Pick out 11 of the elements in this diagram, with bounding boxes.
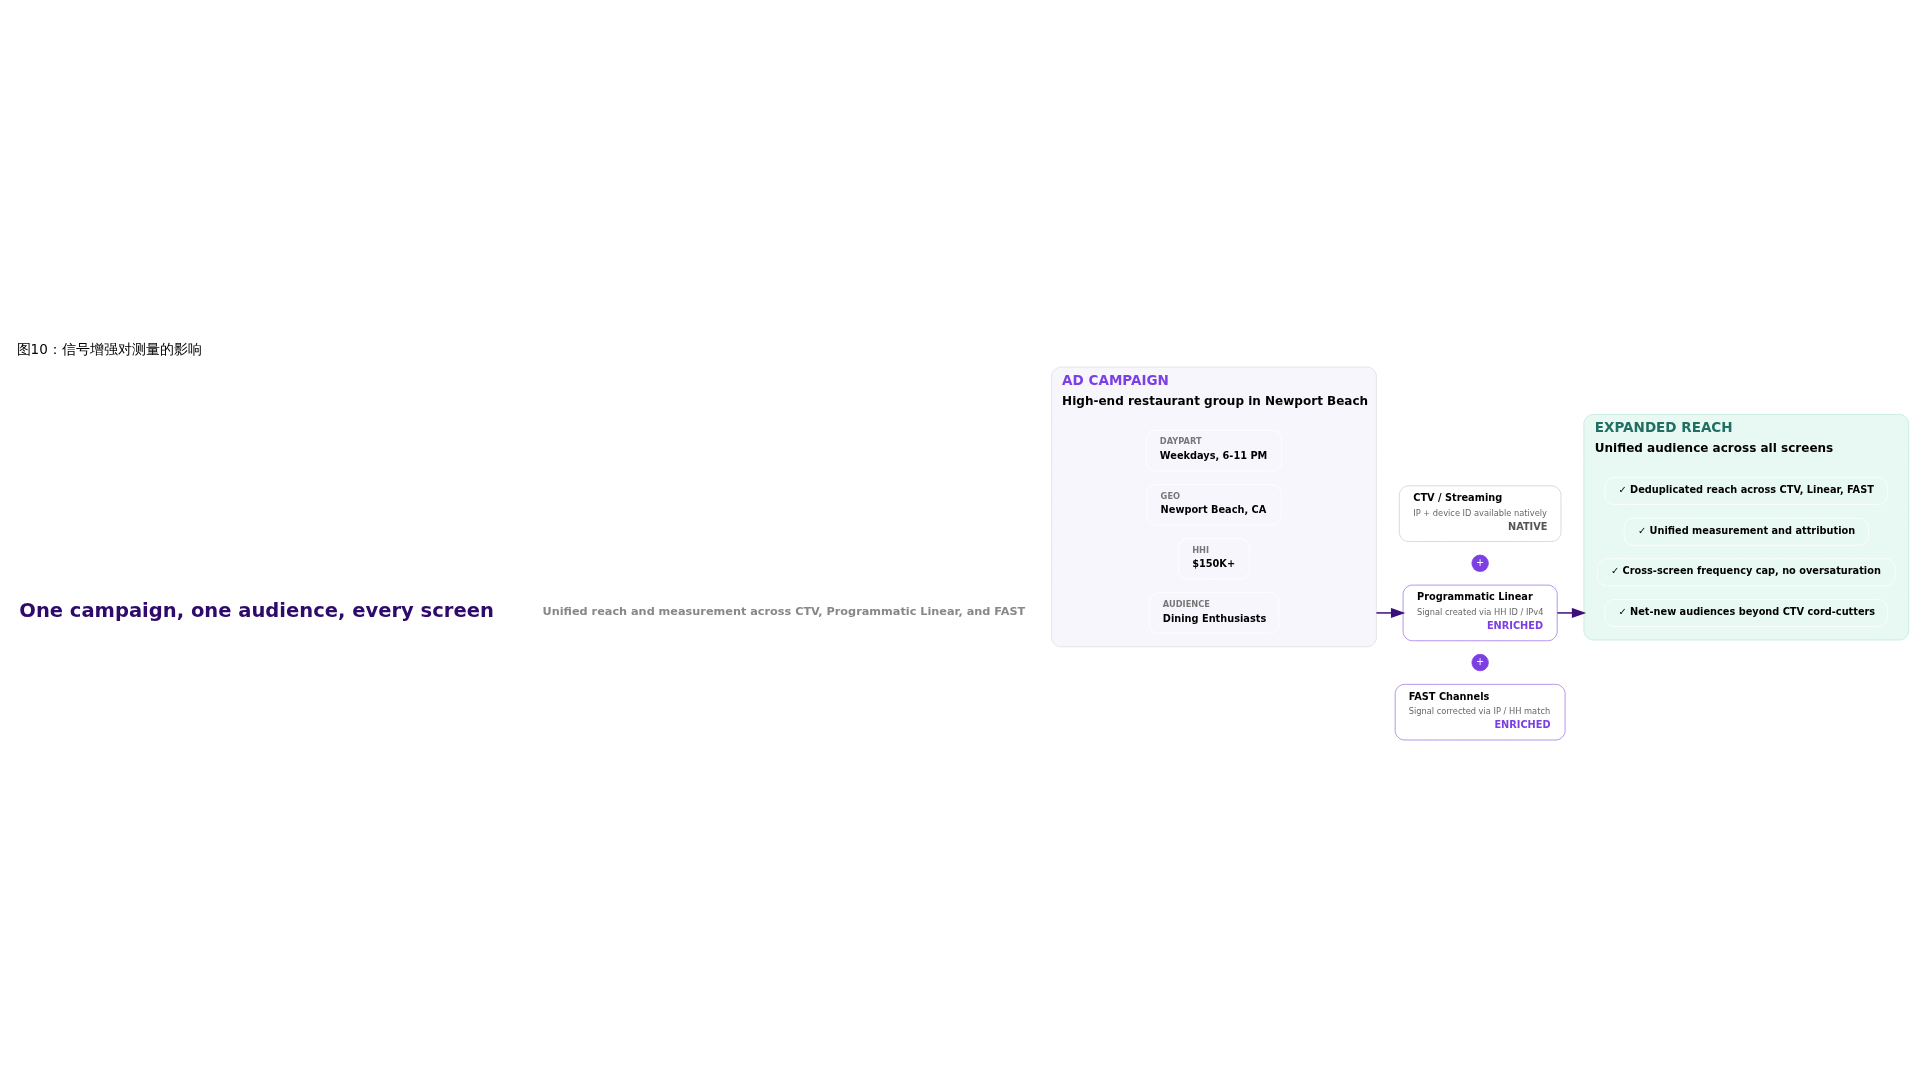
node-box: CTV / Streaming IP + device ID available natively NATIVE xyxy=(1398,485,1561,542)
node-circle: + xyxy=(1471,653,1489,671)
label: Unified reach and measurement across CTV, Programmatic Linear, and FAST xyxy=(542,604,1025,618)
arrow xyxy=(1556,607,1586,618)
node-box: FAST Channels Signal corrected via IP / HH match ENRICHED xyxy=(1394,683,1565,740)
node-text: DAYPART Weekdays, 6-11 PM xyxy=(1159,435,1267,461)
node-circle: + xyxy=(1471,554,1489,572)
label: One campaign, one audience, every screen xyxy=(18,598,494,622)
arrow xyxy=(1375,607,1405,618)
node-box: Programmatic Linear Signal created via HH ID / IPv4 ENRICHED xyxy=(1402,584,1558,641)
diagram-title: 图10：信号增强对测量的影响 xyxy=(16,340,202,357)
